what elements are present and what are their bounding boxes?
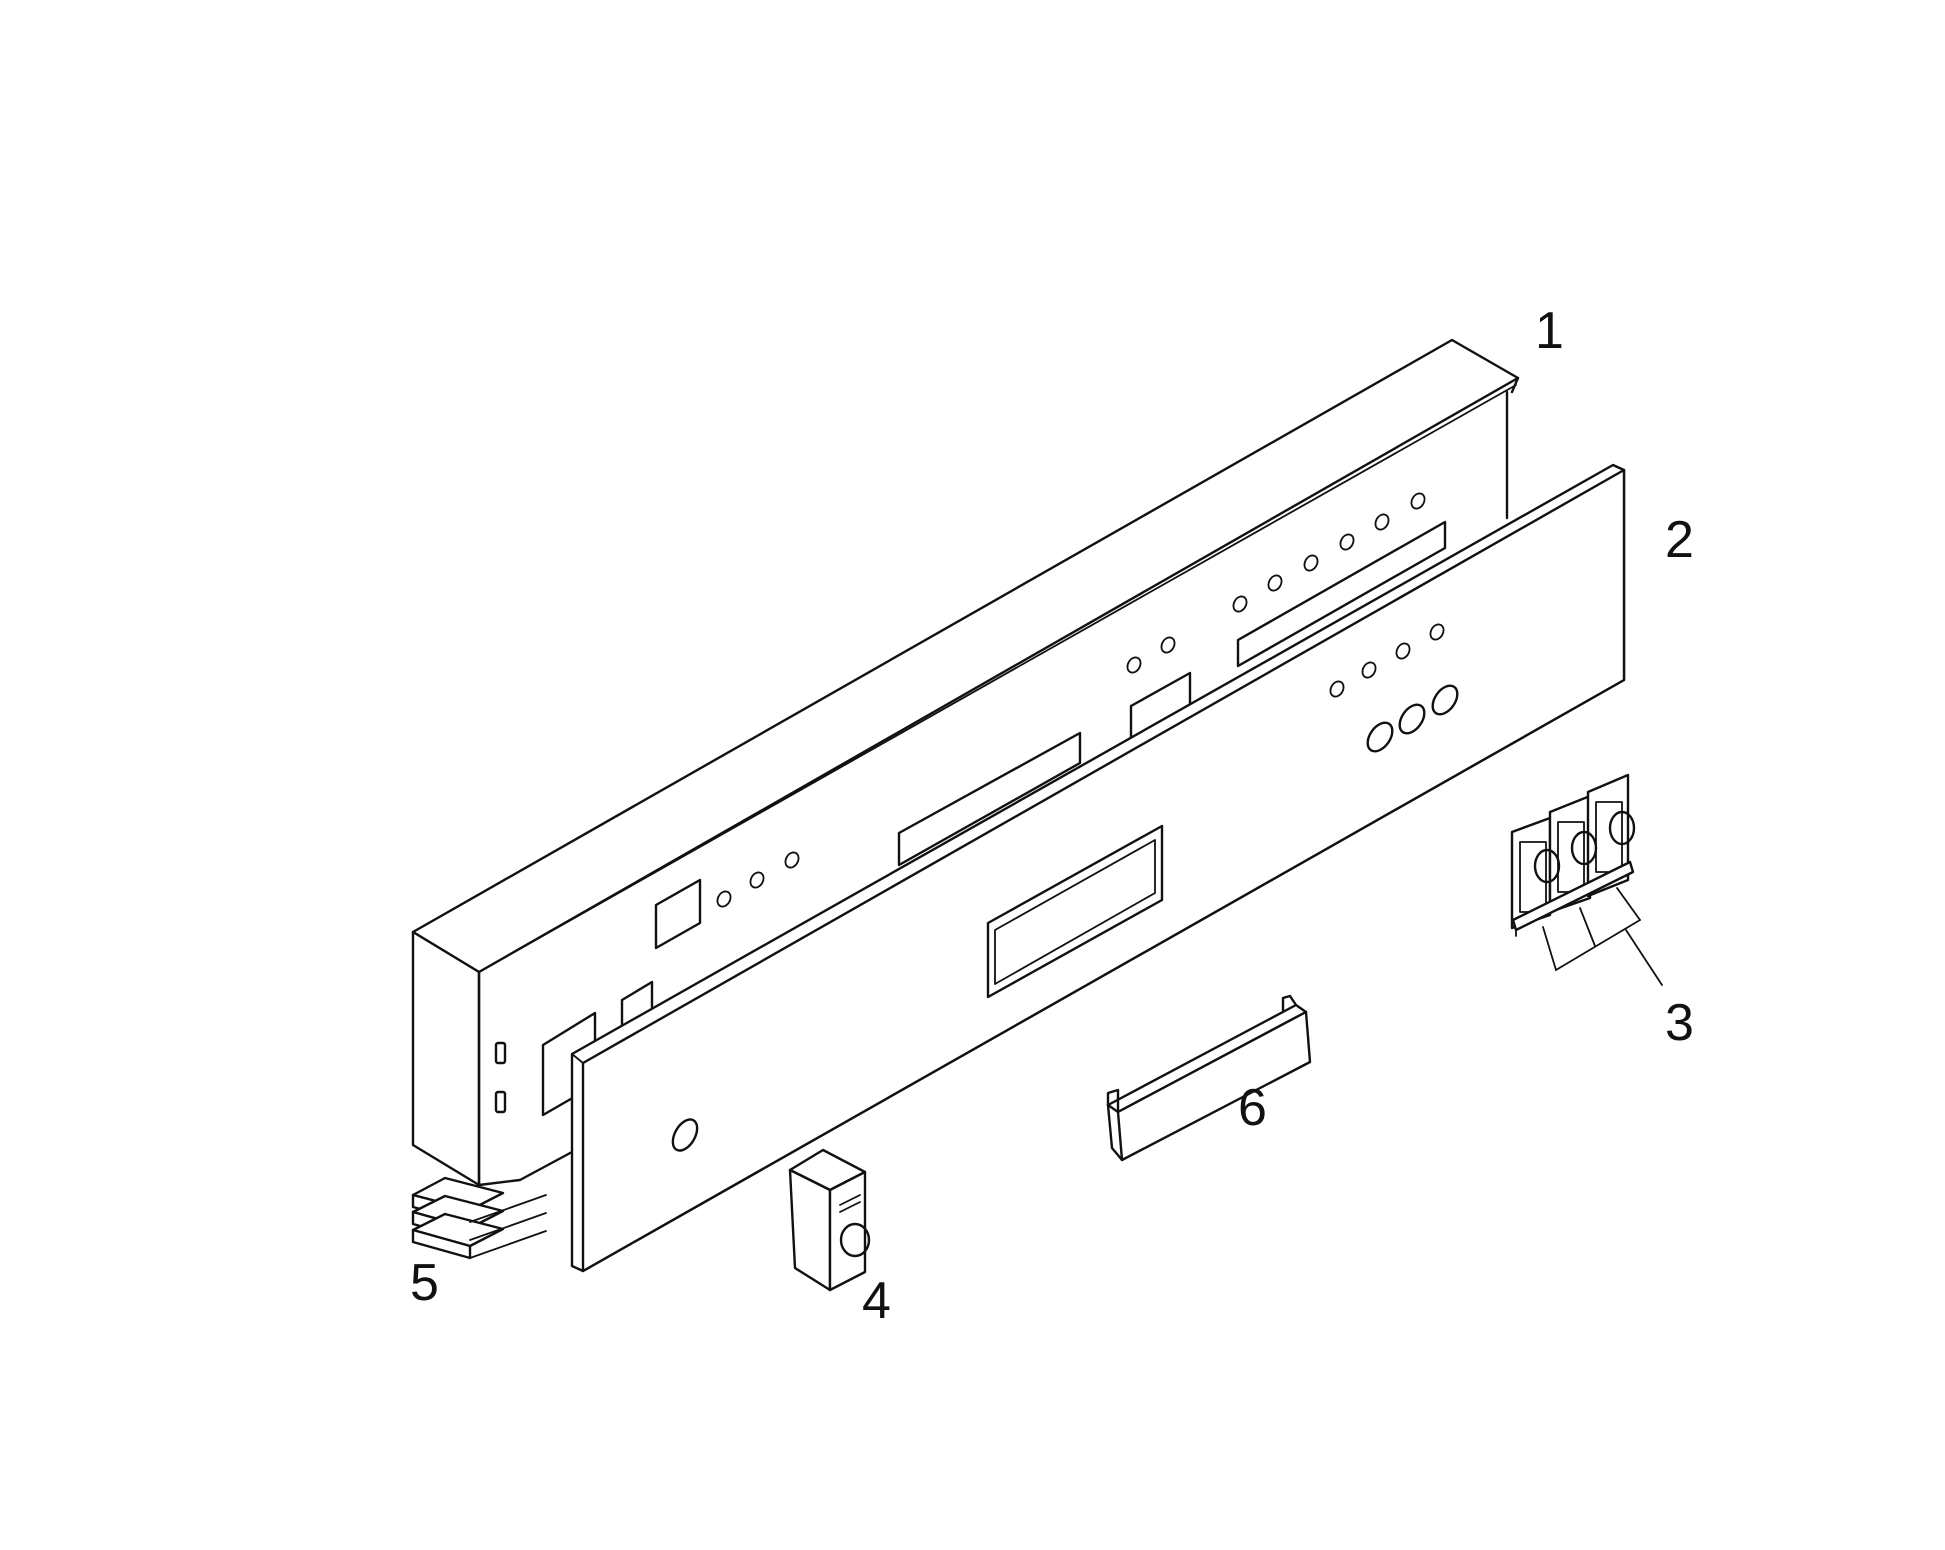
panel-button-openings (1366, 684, 1459, 753)
callout-4: 4 (862, 1272, 891, 1330)
part-2-front-panel (570, 463, 1626, 1273)
callout-5: 5 (410, 1254, 439, 1312)
part-6-trim-strip (1106, 994, 1312, 1162)
part-4-rotary-control (788, 1148, 871, 1292)
panel-indicator-holes (1329, 623, 1445, 698)
callout-3: 3 (1665, 994, 1694, 1052)
part-5-spacer-stack (411, 1176, 547, 1260)
callout-1: 1 (1535, 302, 1564, 360)
part-1-control-housing (411, 338, 1520, 1187)
part-3-button-switches (1510, 773, 1663, 986)
housing-indicator-holes (716, 492, 1426, 908)
callout-6: 6 (1238, 1079, 1267, 1137)
callout-2: 2 (1665, 511, 1694, 569)
